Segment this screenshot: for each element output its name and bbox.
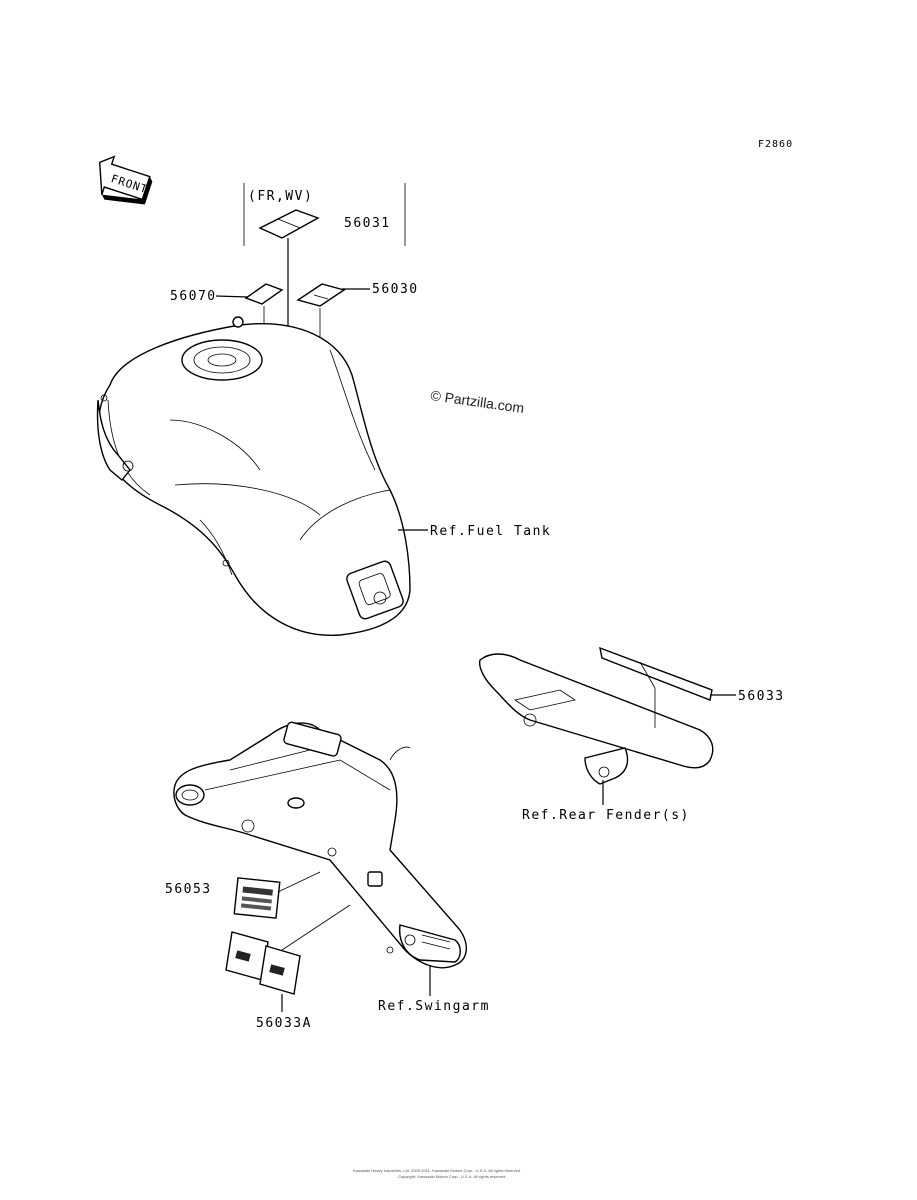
figure-code: F2860 (758, 139, 793, 150)
variant-bracket: (FR,WV) (243, 183, 406, 246)
label-56033: 56033 (738, 689, 785, 704)
watermark: © Partzilla.com (430, 387, 526, 416)
label-56070: 56070 (170, 289, 217, 304)
variant-label: (FR,WV) (248, 189, 313, 204)
front-arrow-icon: FRONT (98, 155, 153, 205)
label-56053: 56053 (165, 882, 212, 897)
ref-fuel-tank-label: Ref.Fuel Tank (430, 524, 551, 539)
label-56031: 56031 (344, 216, 391, 231)
swingarm-illustration (173, 721, 467, 969)
rear-fender-illustration (478, 646, 714, 785)
label-56030: 56030 (372, 282, 419, 297)
ref-swingarm-label: Ref.Swingarm (378, 999, 490, 1014)
ref-rear-fender-label: Ref.Rear Fender(s) (522, 808, 690, 823)
label-56033A: 56033A (256, 1016, 312, 1031)
copyright-line-1: Kawasaki Heavy Industries, Ltd. 2009-201… (353, 1168, 521, 1173)
plate-56053 (233, 871, 321, 919)
decal-56033A (225, 904, 351, 1012)
fuel-tank-illustration (96, 316, 411, 637)
copyright-line-2: Copyright: Kawasaki Motors Corp., U.S.A.… (398, 1174, 506, 1179)
